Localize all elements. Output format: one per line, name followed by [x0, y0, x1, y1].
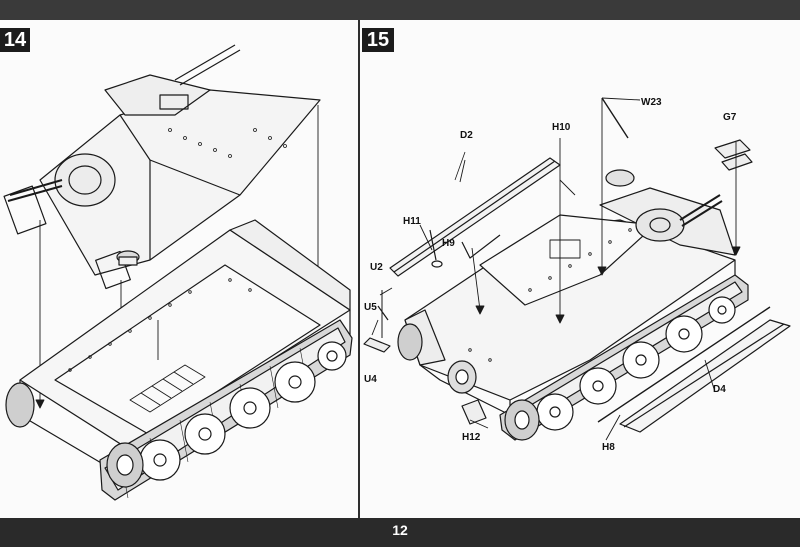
part-g7-bracket — [714, 139, 753, 171]
label-d2: D2 — [460, 130, 473, 141]
page-footer: 12 — [0, 518, 800, 547]
track-assembly-right — [397, 274, 749, 441]
step-15-badge: 15 — [362, 28, 394, 52]
label-u5: U5 — [364, 302, 377, 313]
superstructure-upper-hull — [3, 44, 321, 290]
part-h9 — [461, 234, 501, 259]
part-h11 — [429, 229, 443, 268]
assembly-drawing: D2 H10 W23 G7 H11 H9 U2 U5 U4 H12 H8 D4 — [3, 44, 791, 501]
label-g7: G7 — [723, 112, 737, 123]
step-14-badge: 14 — [0, 28, 30, 52]
label-d4: D4 — [713, 384, 726, 395]
label-u4: U4 — [364, 374, 377, 385]
instruction-sheet: 14 15 — [0, 20, 800, 518]
part-u-group — [363, 290, 391, 353]
label-h9: H9 — [442, 238, 455, 249]
label-h10: H10 — [552, 122, 571, 133]
label-h11: H11 — [403, 216, 421, 227]
page-number: 12 — [392, 522, 408, 538]
part-w23-antenna — [601, 97, 629, 139]
step-divider — [358, 20, 360, 518]
assembled-hull — [404, 169, 736, 416]
label-h8: H8 — [602, 442, 615, 453]
part-d4-side-skirt — [619, 319, 791, 433]
label-h12: H12 — [462, 432, 481, 443]
track-assembly-left — [5, 319, 353, 501]
step-15-guide-lines — [371, 97, 741, 441]
part-h12 — [461, 399, 487, 425]
lower-hull-tub — [19, 219, 351, 481]
label-u2: U2 — [370, 262, 383, 273]
part-h8-rod — [597, 306, 771, 423]
label-w23: W23 — [641, 97, 662, 108]
